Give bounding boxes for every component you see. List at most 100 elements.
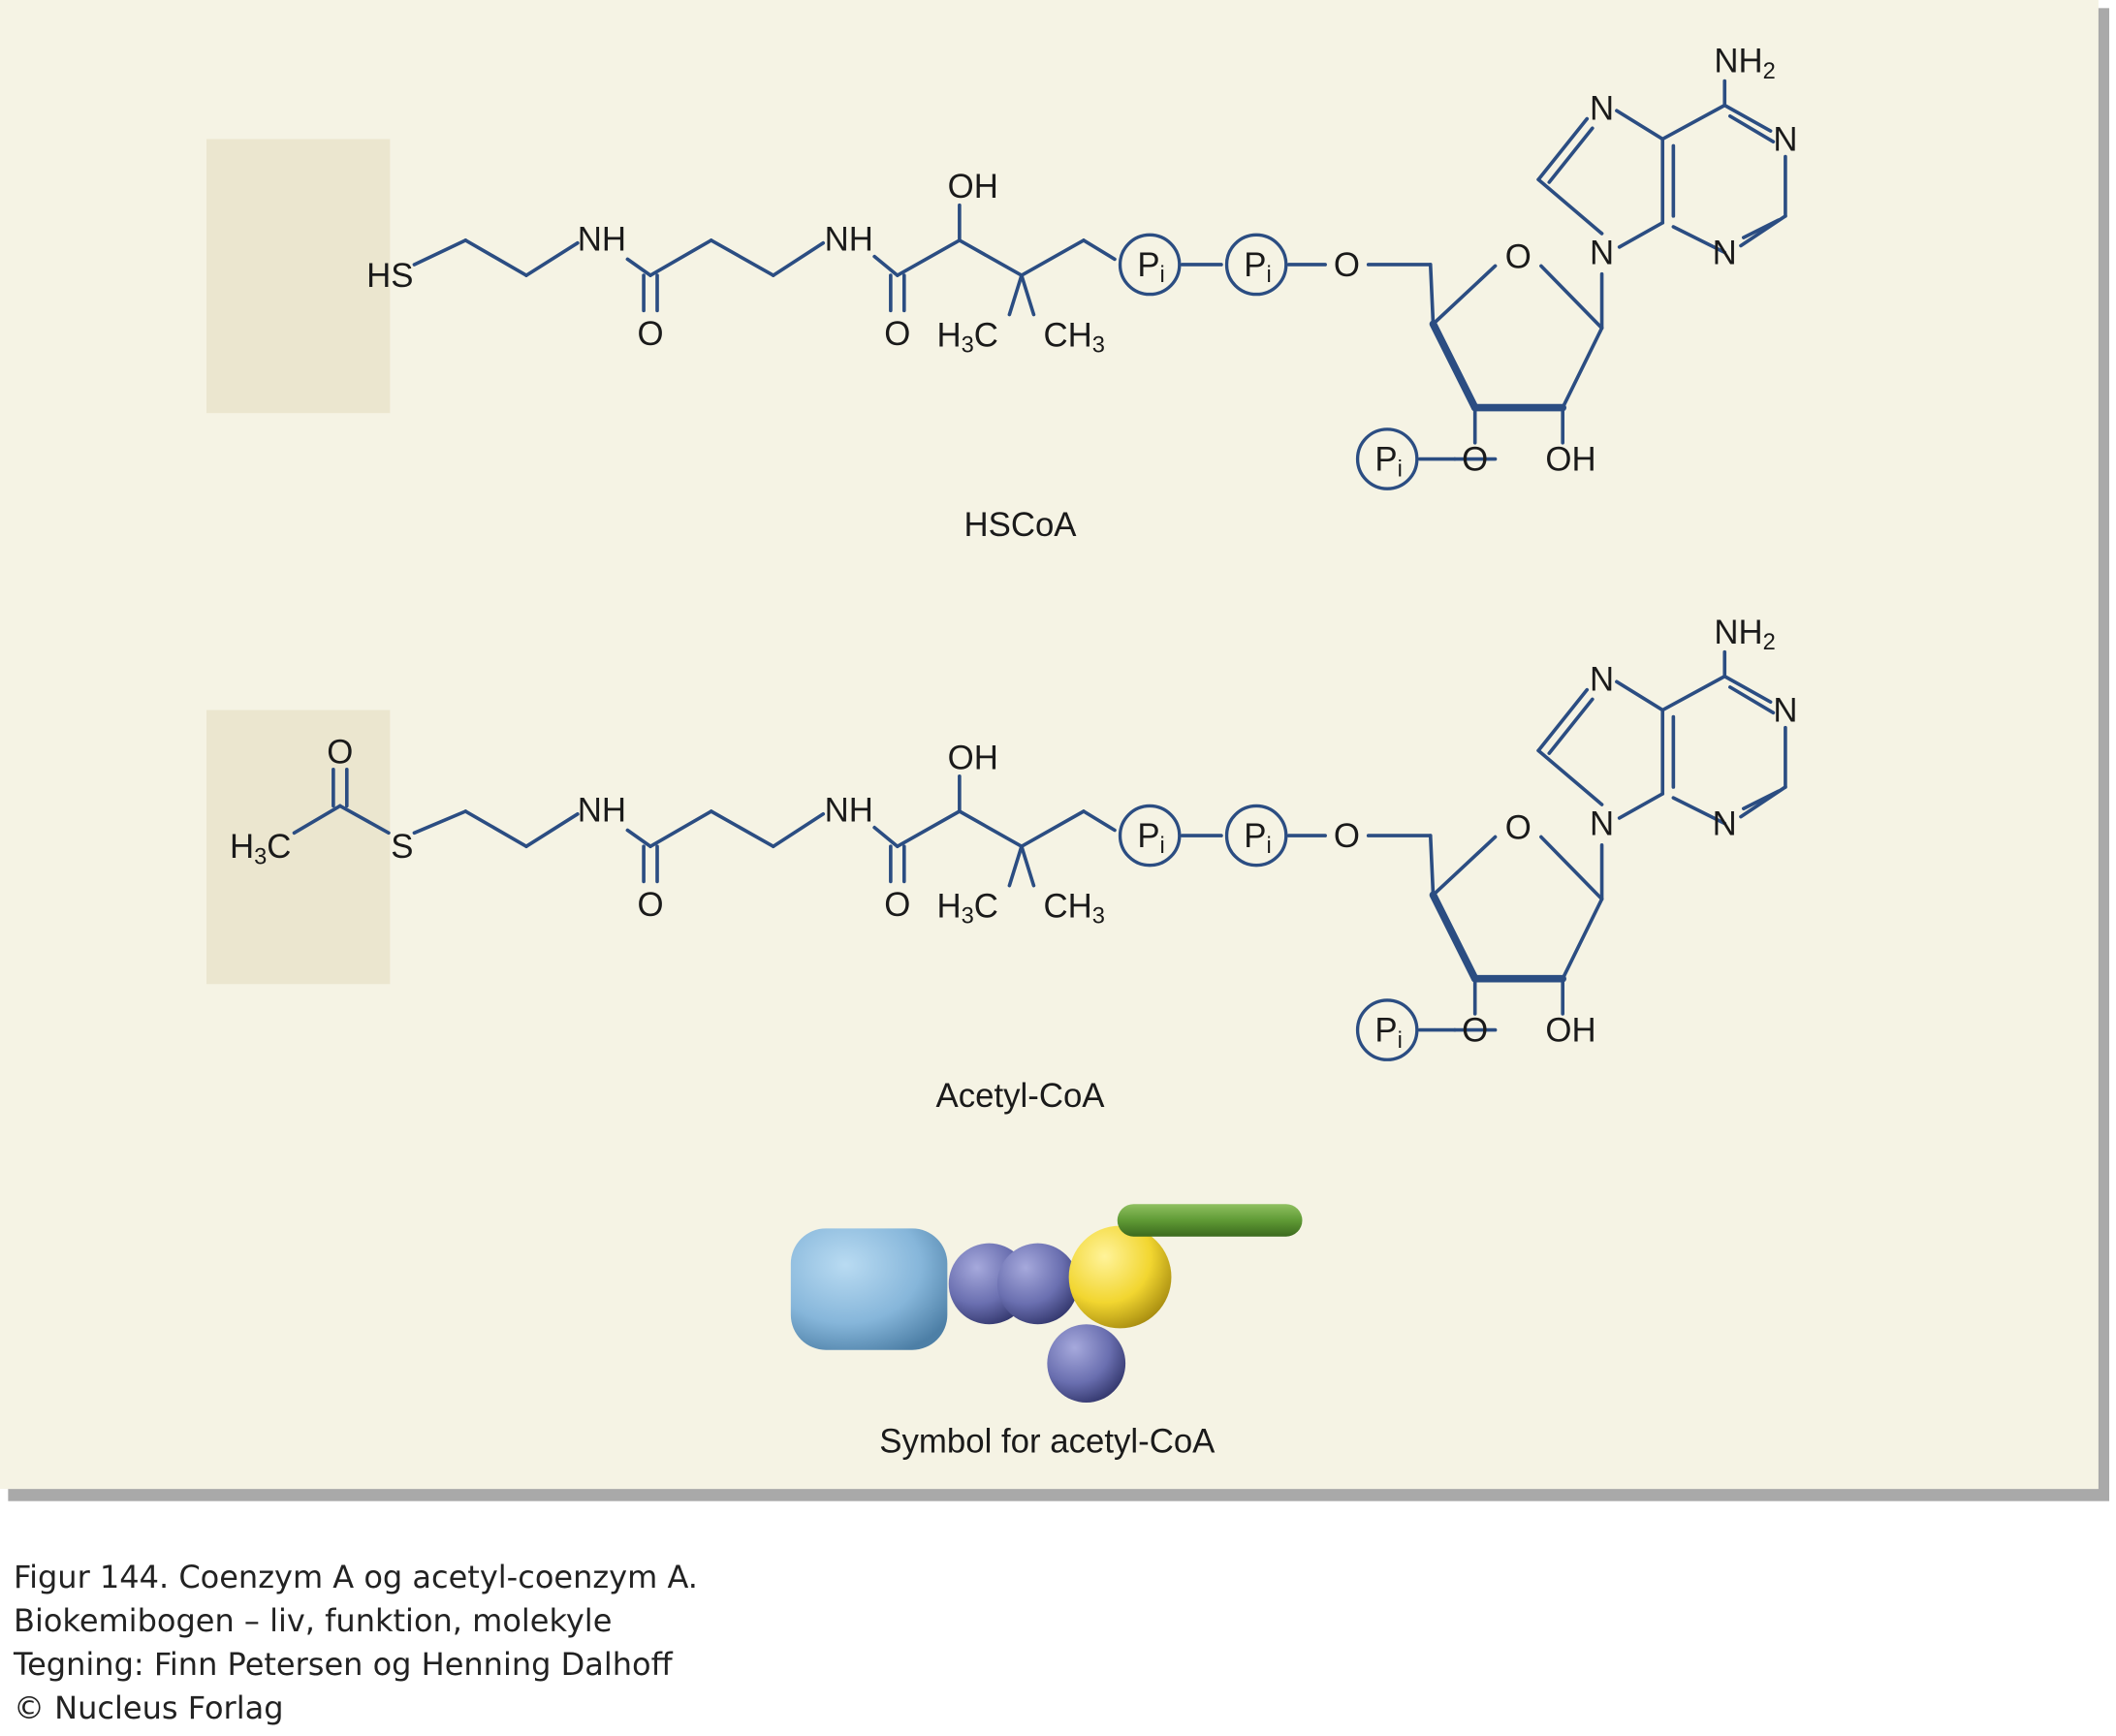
bond xyxy=(958,238,1024,277)
bond xyxy=(872,825,900,849)
n-label: N xyxy=(1713,234,1737,271)
nh2-label: NH2 xyxy=(1714,42,1775,84)
bond xyxy=(1561,897,1604,981)
bond xyxy=(1547,697,1595,755)
bond xyxy=(1539,835,1604,901)
bond xyxy=(1431,835,1498,898)
bond xyxy=(771,240,826,277)
bond xyxy=(958,809,1024,849)
bond xyxy=(338,804,391,836)
nh-label: NH xyxy=(825,220,873,258)
bond xyxy=(1020,273,1036,317)
caption-line: Biokemibogen – liv, funktion, molekyle xyxy=(14,1602,613,1639)
nh-label: NH xyxy=(825,791,873,829)
ring-o-label: O xyxy=(1505,237,1532,275)
molecule-name: Acetyl-CoA xyxy=(936,1077,1106,1115)
bond xyxy=(625,828,652,849)
bond xyxy=(1615,109,1665,142)
phosphate-label: Pi xyxy=(1137,817,1164,860)
bond xyxy=(292,804,342,836)
phosphate-circle xyxy=(1355,427,1419,490)
bond xyxy=(463,238,528,277)
bond xyxy=(1728,113,1776,144)
n-label: N xyxy=(1713,805,1737,842)
bond xyxy=(463,809,528,849)
chain-ball xyxy=(1047,1324,1126,1404)
bond xyxy=(1020,844,1036,888)
o-label: O xyxy=(1462,440,1488,478)
nh2-label: NH2 xyxy=(1714,613,1775,655)
carbonyl-o-label: O xyxy=(884,314,910,352)
phosphate-circle xyxy=(1224,804,1288,868)
ring-o-label: O xyxy=(1505,808,1532,846)
bond xyxy=(1671,796,1727,826)
thiol-label: HS xyxy=(366,257,413,295)
bond xyxy=(709,238,775,277)
phosphate-label: Pi xyxy=(1244,245,1271,288)
o-label: O xyxy=(1334,817,1360,855)
figure-caption: Figur 144. Coenzym A og acetyl-coenzym A… xyxy=(14,1556,698,1730)
bond xyxy=(1722,103,1773,133)
bond xyxy=(1741,218,1781,239)
highlight-box xyxy=(206,139,391,414)
bond xyxy=(771,811,826,849)
bond xyxy=(625,257,652,277)
bond xyxy=(1428,263,1436,327)
bond xyxy=(1082,809,1117,833)
sulfur-label: S xyxy=(391,828,413,866)
bond xyxy=(1722,674,1773,705)
chain-ball xyxy=(996,1243,1079,1325)
bond xyxy=(1547,126,1595,184)
phosphate-circle xyxy=(1355,998,1419,1061)
nh-label: NH xyxy=(578,791,626,829)
caption-line: Tegning: Finn Petersen og Henning Dalhof… xyxy=(14,1646,673,1683)
oh-label: OH xyxy=(948,168,998,205)
bond xyxy=(896,809,962,849)
n-label: N xyxy=(1590,660,1614,698)
bond xyxy=(1428,834,1436,898)
acetyl-coa-symbol: Symbol for acetyl-CoA xyxy=(790,1204,1303,1461)
phosphate-circle xyxy=(1118,233,1182,297)
methyl-label: CH3 xyxy=(1043,887,1104,930)
phosphate-label: Pi xyxy=(1137,245,1164,288)
phosphate-circle xyxy=(1118,804,1182,868)
methyl-label: H3C xyxy=(230,828,291,870)
o-label: O xyxy=(1334,245,1360,283)
bond xyxy=(648,238,713,277)
n-label: N xyxy=(1773,691,1797,729)
nh-label: NH xyxy=(578,220,626,258)
bond xyxy=(1539,264,1604,331)
bond xyxy=(524,811,580,849)
bond xyxy=(412,238,468,267)
bond xyxy=(1429,320,1479,412)
n-label: N xyxy=(1773,120,1797,158)
oh-label: OH xyxy=(948,739,998,776)
methyl-label: H3C xyxy=(937,316,998,359)
bond xyxy=(1007,844,1024,888)
symbol-label: Symbol for acetyl-CoA xyxy=(879,1423,1216,1461)
phosphate-label: Pi xyxy=(1244,817,1271,860)
bond xyxy=(896,238,962,277)
bond xyxy=(709,809,775,849)
bond xyxy=(1728,685,1776,715)
caption-line: © Nucleus Forlag xyxy=(14,1689,284,1726)
bond xyxy=(1020,238,1086,277)
phosphate-label: Pi xyxy=(1374,440,1402,483)
bond xyxy=(1536,748,1604,806)
highlight-box xyxy=(206,710,391,985)
bond xyxy=(1536,687,1590,753)
bond xyxy=(1617,220,1665,249)
bond xyxy=(1615,679,1665,712)
bond xyxy=(1007,273,1024,317)
bond xyxy=(1741,789,1781,811)
bond xyxy=(1429,891,1479,983)
bond xyxy=(872,254,900,277)
bond xyxy=(1561,326,1604,410)
n-label: N xyxy=(1590,805,1614,842)
bond xyxy=(1536,116,1590,182)
bond xyxy=(524,240,580,277)
phosphate-circle xyxy=(1224,233,1288,297)
acetyl-o-label: O xyxy=(327,733,353,771)
molecule-name: HSCoA xyxy=(964,506,1078,544)
